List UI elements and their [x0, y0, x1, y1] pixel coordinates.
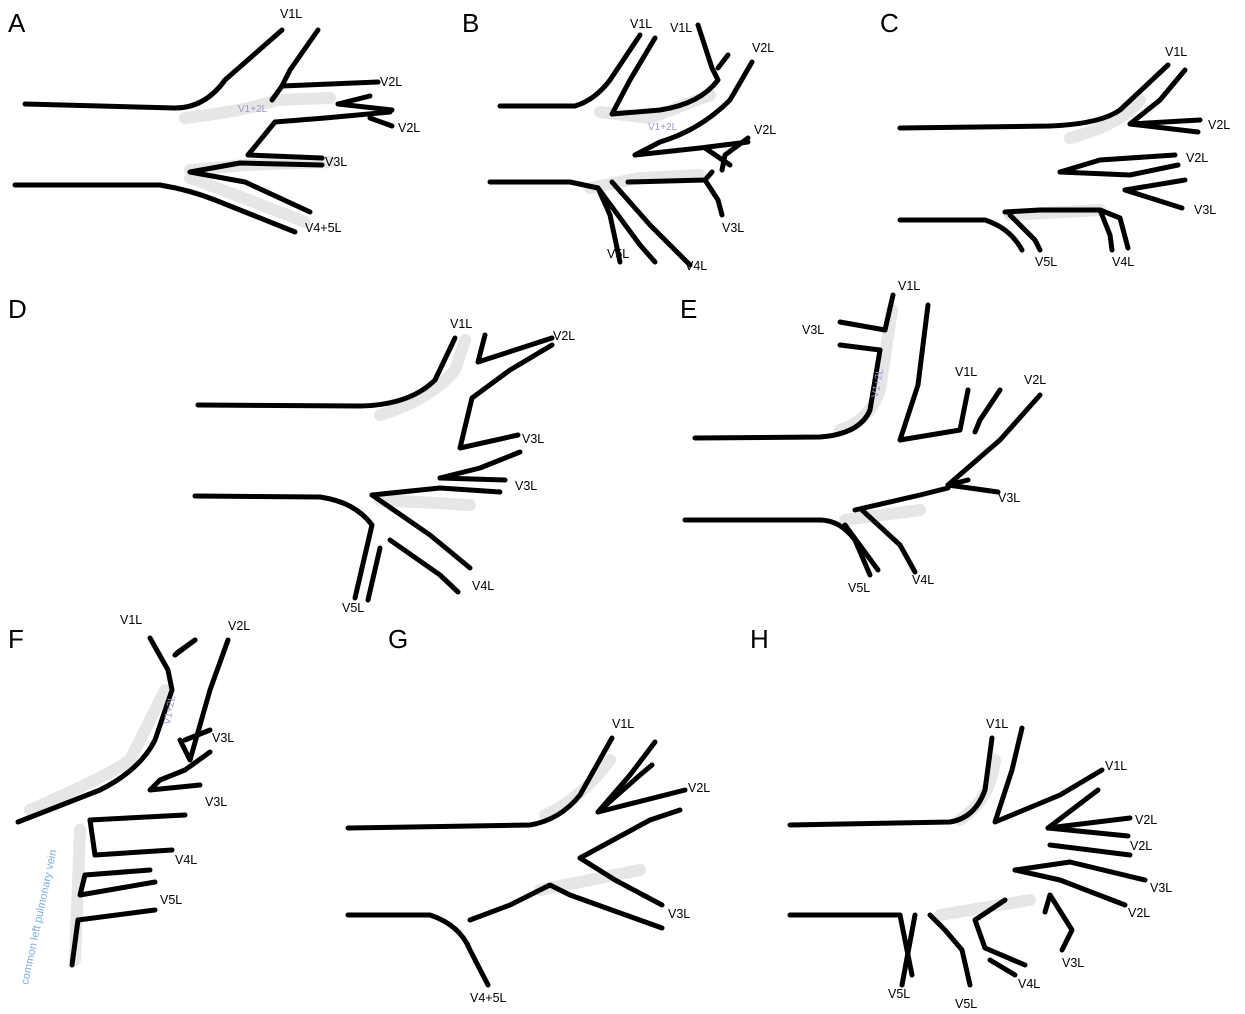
panel-h-letter: H — [750, 624, 769, 654]
label-a-faint: V1+2L — [238, 104, 268, 115]
panel-f-letter: F — [8, 624, 24, 654]
label-a-v2b: V2L — [398, 121, 420, 135]
label-c-v4: V4L — [1112, 255, 1134, 269]
panel-b: B V1L V1L V2L V2L V3L V4L V5L V1+2L — [462, 8, 776, 273]
panel-d-vessels — [195, 335, 552, 600]
panel-a-letter: A — [8, 8, 26, 38]
panel-h: H V1L V1L V2L V2L V2L V3L V3L — [750, 624, 1172, 1011]
label-e-v4: V4L — [912, 573, 934, 587]
label-c-v2b: V2L — [1186, 151, 1208, 165]
label-d-v1: V1L — [450, 317, 472, 331]
label-d-v4: V4L — [472, 579, 494, 593]
label-f-v3a: V3L — [212, 731, 234, 745]
label-a-v3: V3L — [325, 155, 347, 169]
label-d-v3a: V3L — [522, 432, 544, 446]
label-h-v1a: V1L — [986, 717, 1008, 731]
panel-e-letter: E — [680, 294, 697, 324]
label-f-common-vein: common left pulmonary vein — [19, 849, 59, 986]
panel-a-shading — [185, 98, 330, 222]
label-g-v45: V4+5L — [470, 991, 507, 1005]
label-f-v1: V1L — [120, 613, 142, 627]
label-b-v2b: V2L — [754, 123, 776, 137]
label-g-v1: V1L — [612, 717, 634, 731]
label-c-v2a: V2L — [1208, 118, 1230, 132]
label-a-v1: V1L — [280, 7, 302, 21]
label-e-v1a: V1L — [898, 279, 920, 293]
label-c-v5: V5L — [1035, 255, 1057, 269]
label-c-v3: V3L — [1194, 203, 1216, 217]
label-f-v4: V4L — [175, 853, 197, 867]
label-h-v2c: V2L — [1128, 906, 1150, 920]
panel-c: C V1L V2L V2L V3L V4L V5L — [880, 8, 1230, 269]
panel-d: D V1L V2L V3L V3L V4L V5L — [8, 294, 575, 615]
label-e-v5: V5L — [848, 581, 870, 595]
label-f-v2: V2L — [228, 619, 250, 633]
label-h-v1b: V1L — [1105, 759, 1127, 773]
panel-a: A V1L V2L V2L V3L V4+5L V1+2L — [8, 7, 420, 235]
panel-h-vessels — [790, 728, 1145, 985]
label-f-v3b: V3L — [205, 795, 227, 809]
label-g-v3: V3L — [668, 907, 690, 921]
label-h-v3a: V3L — [1150, 881, 1172, 895]
panel-c-vessels — [900, 65, 1200, 250]
label-b-v3: V3L — [722, 221, 744, 235]
label-d-v2: V2L — [553, 329, 575, 343]
label-f-v5: V5L — [160, 893, 182, 907]
panel-g: G V1L V2L V3L V4+5L — [348, 624, 710, 1005]
label-e-v3a: V3L — [802, 323, 824, 337]
label-b-faint: V1+2L — [648, 122, 678, 133]
label-h-v5a: V5L — [955, 997, 977, 1011]
label-h-v3b: V3L — [1062, 956, 1084, 970]
label-b-v1b: V1L — [670, 21, 692, 35]
label-h-v4: V4L — [1018, 977, 1040, 991]
label-h-v2a: V2L — [1135, 813, 1157, 827]
label-e-v2: V2L — [1024, 373, 1046, 387]
panel-g-vessels — [348, 738, 685, 985]
label-b-v4: V4L — [685, 259, 707, 273]
panel-b-letter: B — [462, 8, 479, 38]
label-b-v1a: V1L — [630, 17, 652, 31]
label-b-v5: V5L — [607, 247, 629, 261]
label-c-v1: V1L — [1165, 45, 1187, 59]
panel-g-letter: G — [388, 624, 408, 654]
label-g-v2: V2L — [688, 781, 710, 795]
label-a-v45: V4+5L — [305, 221, 342, 235]
panel-e-vessels — [685, 295, 1040, 575]
label-h-v5b: V5L — [888, 987, 910, 1001]
panel-c-letter: C — [880, 8, 899, 38]
panel-a-vessels — [15, 30, 392, 232]
panel-f: F V1L V2L V3L V3L V4L V5L V1+2L common l… — [8, 613, 250, 986]
label-d-v3b: V3L — [515, 479, 537, 493]
label-h-v2b: V2L — [1130, 839, 1152, 853]
panel-d-letter: D — [8, 294, 27, 324]
panel-e: E V1L V1L V2L V3L V3L V4L V5L V1+2L — [680, 279, 1046, 595]
panel-b-vessels — [490, 25, 752, 265]
label-e-v3b: V3L — [998, 491, 1020, 505]
label-a-v2a: V2L — [380, 75, 402, 89]
label-d-v5: V5L — [342, 601, 364, 615]
label-b-v2a: V2L — [752, 41, 774, 55]
label-e-v1b: V1L — [955, 365, 977, 379]
